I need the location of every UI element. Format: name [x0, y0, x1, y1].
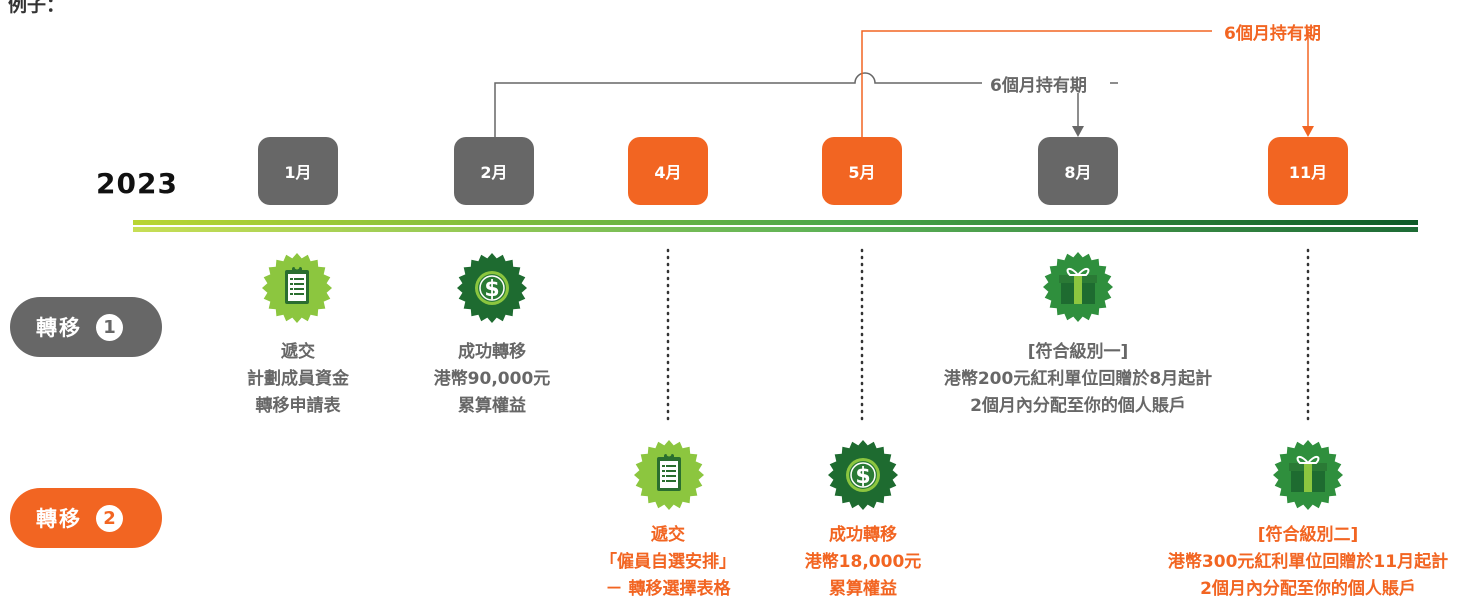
holding-arrow-orange-head — [1302, 126, 1314, 137]
event-bonus-2: [符合級別二] 港幣300元紅利單位回贈於11月起計 2個月內分配至你的個人賬戶 — [1167, 525, 1449, 599]
year-label: 2023 — [96, 167, 178, 200]
holding-arrow-gray-head — [1072, 126, 1084, 137]
timeline-bar — [133, 220, 1418, 234]
dollar-coin-icon-2: $ — [828, 440, 898, 510]
gift-box-icon-2 — [1273, 440, 1343, 510]
month-apr: 4月 — [628, 137, 708, 205]
event-bonus-1: [符合級別一] 港幣200元紅利單位回贈於8月起計 2個月內分配至你的個人賬戶 — [943, 342, 1213, 416]
svg-text:$: $ — [855, 464, 870, 489]
transfer-1-pill: 轉移 1 — [10, 297, 162, 357]
holding-period-label-orange: 6個月持有期 — [1224, 24, 1321, 44]
holding-line-orange — [861, 30, 1212, 137]
month-aug: 8月 — [1038, 137, 1118, 205]
transfer-1-number: 1 — [96, 313, 123, 341]
gift-box-icon — [1043, 252, 1113, 322]
transfer-2-pill: 轉移 2 — [10, 488, 162, 548]
svg-text:$: $ — [484, 277, 499, 302]
example-heading: 例子： — [8, 0, 66, 16]
event-success-1: 成功轉移 港幣90,000元 累算權益 — [433, 342, 551, 416]
clipboard-form-icon-2 — [634, 440, 704, 510]
event-submit-2: 遞交 「僱員自選安排」 － 轉移選擇表格 — [600, 525, 736, 599]
holding-line-gray — [494, 72, 982, 137]
month-jan: 1月 — [258, 137, 338, 205]
dollar-coin-icon: $ — [457, 253, 527, 323]
clipboard-form-icon — [262, 253, 332, 323]
transfer-2-label: 轉移 — [36, 507, 82, 531]
transfer-2-number: 2 — [96, 504, 123, 532]
event-success-2: 成功轉移 港幣18,000元 累算權益 — [804, 525, 922, 599]
transfer-1-label: 轉移 — [36, 316, 82, 340]
month-may: 5月 — [822, 137, 902, 205]
month-nov: 11月 — [1268, 137, 1348, 205]
event-submit-1: 遞交 計劃成員資金 轉移申請表 — [247, 342, 349, 416]
holding-period-label-gray: 6個月持有期 — [990, 76, 1087, 96]
month-feb: 2月 — [454, 137, 534, 205]
